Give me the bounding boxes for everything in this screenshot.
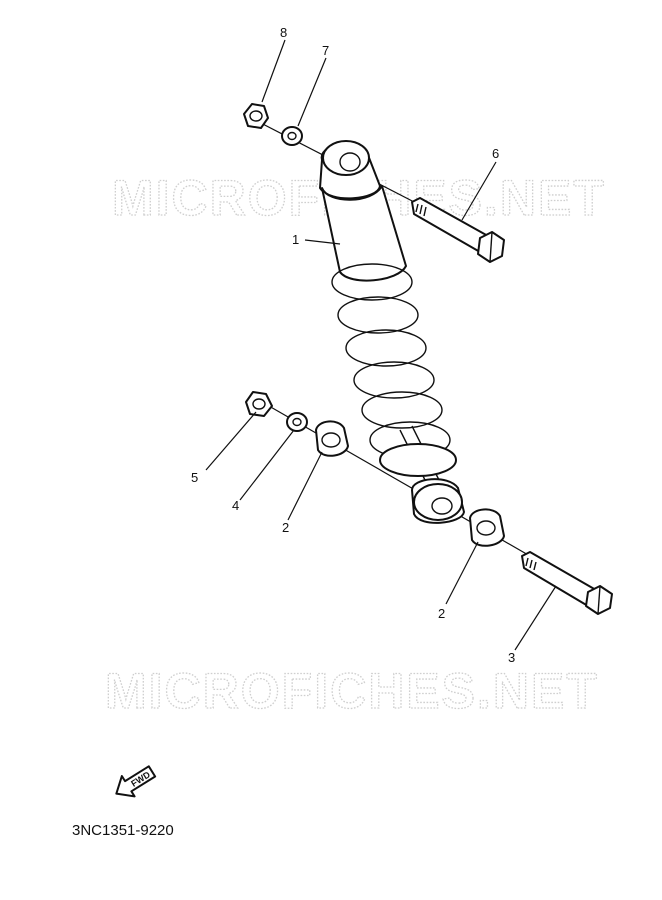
leader-5 — [205, 411, 257, 471]
collar-part-2-left — [315, 420, 349, 457]
lower-nut-part-5 — [245, 391, 273, 417]
callout-8: 8 — [280, 25, 287, 40]
callout-1: 1 — [292, 232, 299, 247]
callout-5: 5 — [191, 470, 198, 485]
callout-4: 4 — [232, 498, 239, 513]
lower-bolt-part-3 — [521, 551, 613, 615]
lower-washer-part-4 — [286, 412, 308, 432]
leader-1 — [304, 239, 341, 245]
watermark-bottom: MICROFICHES.NET — [105, 663, 599, 719]
callout-2-right: 2 — [438, 606, 445, 621]
fwd-arrow-icon: FWD — [115, 765, 157, 798]
leader-2-right — [445, 541, 479, 605]
callout-3: 3 — [508, 650, 515, 665]
upper-washer-part-7 — [281, 126, 303, 146]
leader-8 — [261, 39, 286, 103]
shock-absorber-part-1 — [319, 140, 465, 524]
callout-7: 7 — [322, 43, 329, 58]
callout-6: 6 — [492, 146, 499, 161]
diagram-code: 3NC1351-9220 — [72, 822, 174, 839]
leader-6 — [461, 161, 497, 221]
callout-2-left: 2 — [282, 520, 289, 535]
leader-4 — [239, 429, 295, 501]
upper-nut-part-8 — [243, 103, 269, 129]
upper-bolt-part-6 — [411, 197, 505, 263]
leader-3 — [514, 585, 557, 651]
leader-2-left — [287, 451, 323, 521]
collar-part-2-right — [469, 508, 505, 547]
leader-7 — [297, 57, 327, 127]
